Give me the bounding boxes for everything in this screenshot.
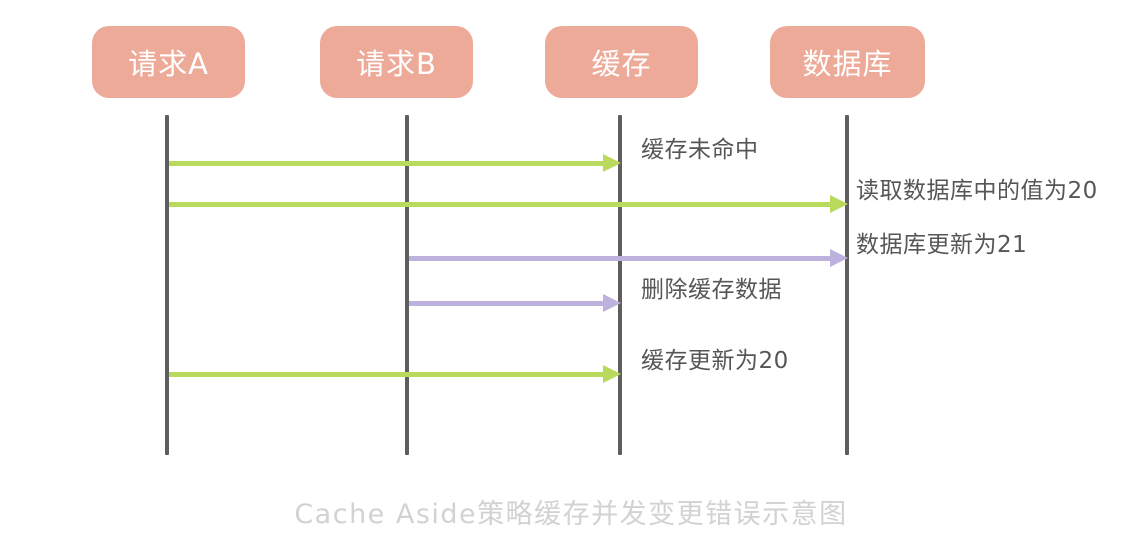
message-label-2: 读取数据库中的值为20 bbox=[856, 178, 1098, 204]
diagram-caption: Cache Aside策略缓存并发变更错误示意图 bbox=[294, 499, 848, 530]
message-label-4: 删除缓存数据 bbox=[641, 277, 782, 303]
lifeline-database bbox=[845, 115, 849, 455]
participant-box-cache[interactable]: 缓存 bbox=[545, 26, 698, 98]
message-arrow-5 bbox=[169, 372, 605, 377]
lifeline-request-a bbox=[165, 115, 169, 455]
message-arrowhead-4 bbox=[603, 294, 621, 312]
message-arrowhead-5 bbox=[603, 365, 621, 383]
message-label-5: 缓存更新为20 bbox=[641, 348, 789, 374]
message-arrow-3 bbox=[409, 256, 832, 261]
message-arrow-1 bbox=[169, 161, 605, 166]
message-arrowhead-1 bbox=[603, 154, 621, 172]
message-arrowhead-3 bbox=[830, 249, 848, 267]
message-arrow-4 bbox=[409, 301, 605, 306]
message-label-3: 数据库更新为21 bbox=[856, 232, 1028, 258]
message-arrow-2 bbox=[169, 202, 832, 207]
message-label-1: 缓存未命中 bbox=[641, 137, 759, 163]
message-arrowhead-2 bbox=[830, 195, 848, 213]
participant-box-database[interactable]: 数据库 bbox=[770, 26, 925, 98]
participant-box-request-b[interactable]: 请求B bbox=[320, 26, 473, 98]
lifeline-request-b bbox=[405, 115, 409, 455]
lifeline-cache bbox=[618, 115, 622, 455]
participant-box-request-a[interactable]: 请求A bbox=[92, 26, 245, 98]
